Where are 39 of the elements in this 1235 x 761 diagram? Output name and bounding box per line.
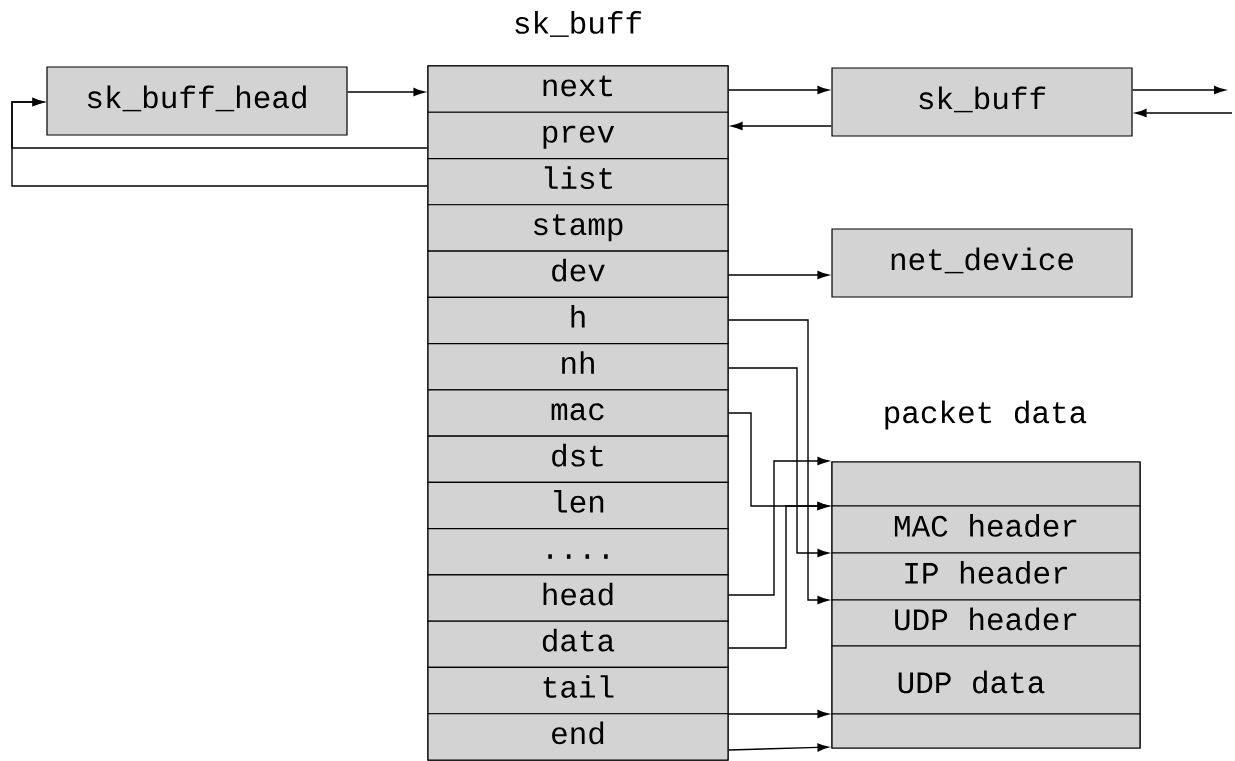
field-row: mac	[427, 389, 729, 437]
arrow	[1131, 85, 1226, 95]
struct-title: sk_buff	[515, 11, 642, 37]
struct-box: sk_buff	[831, 67, 1133, 137]
field-row: tail	[427, 666, 729, 715]
field-row: nh	[427, 342, 729, 391]
field-row: dev	[427, 250, 729, 298]
arrow	[727, 319, 829, 605]
field-row: len	[427, 481, 729, 530]
struct-title: packet data	[885, 400, 1087, 430]
field-row: prev	[427, 111, 729, 160]
arrow	[727, 743, 829, 752]
field-row: dst	[427, 435, 729, 484]
arrow	[727, 709, 829, 719]
arrow	[11, 97, 429, 187]
arrow	[727, 501, 829, 649]
field-row: head	[427, 574, 729, 622]
field-row: stamp	[427, 204, 729, 252]
arrow	[727, 456, 829, 596]
field-row: MAC header	[831, 505, 1141, 554]
field-row: end	[427, 713, 729, 761]
arrow	[727, 270, 829, 280]
field-row: UDP header	[831, 599, 1141, 647]
field-row: next	[427, 65, 729, 113]
field-row: UDP data	[831, 645, 1141, 715]
field-row: IP header	[831, 552, 1141, 601]
empty-row	[831, 461, 1141, 507]
struct-box: net_device	[831, 228, 1133, 298]
field-row: ....	[427, 528, 729, 576]
field-row: list	[427, 157, 729, 206]
arrow	[346, 87, 425, 97]
empty-row	[831, 713, 1141, 749]
arrow	[727, 367, 829, 558]
arrow	[1135, 108, 1233, 118]
field-row: h	[427, 296, 729, 345]
arrow	[731, 121, 833, 131]
arrow	[727, 85, 829, 95]
field-row: data	[427, 620, 729, 669]
struct-box: sk_buff_head	[46, 66, 348, 136]
